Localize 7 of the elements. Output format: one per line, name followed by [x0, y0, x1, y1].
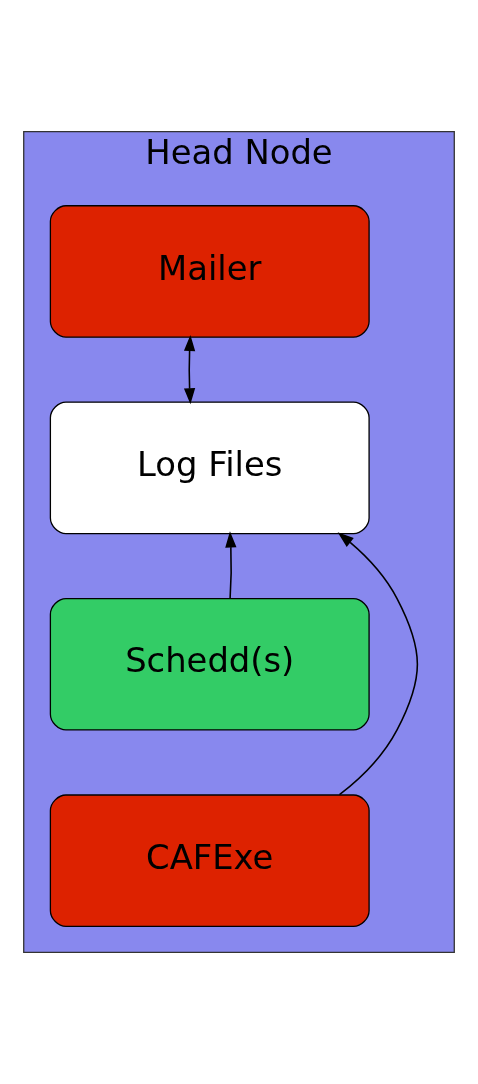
node-box: Mailer — [49, 205, 370, 338]
node-box: CAFExe — [49, 794, 370, 928]
node-box: Schedd(s) — [49, 597, 370, 731]
arrow — [337, 532, 419, 796]
arrow — [225, 531, 237, 600]
node-box: Log Files — [49, 401, 370, 535]
arrow — [183, 334, 196, 405]
